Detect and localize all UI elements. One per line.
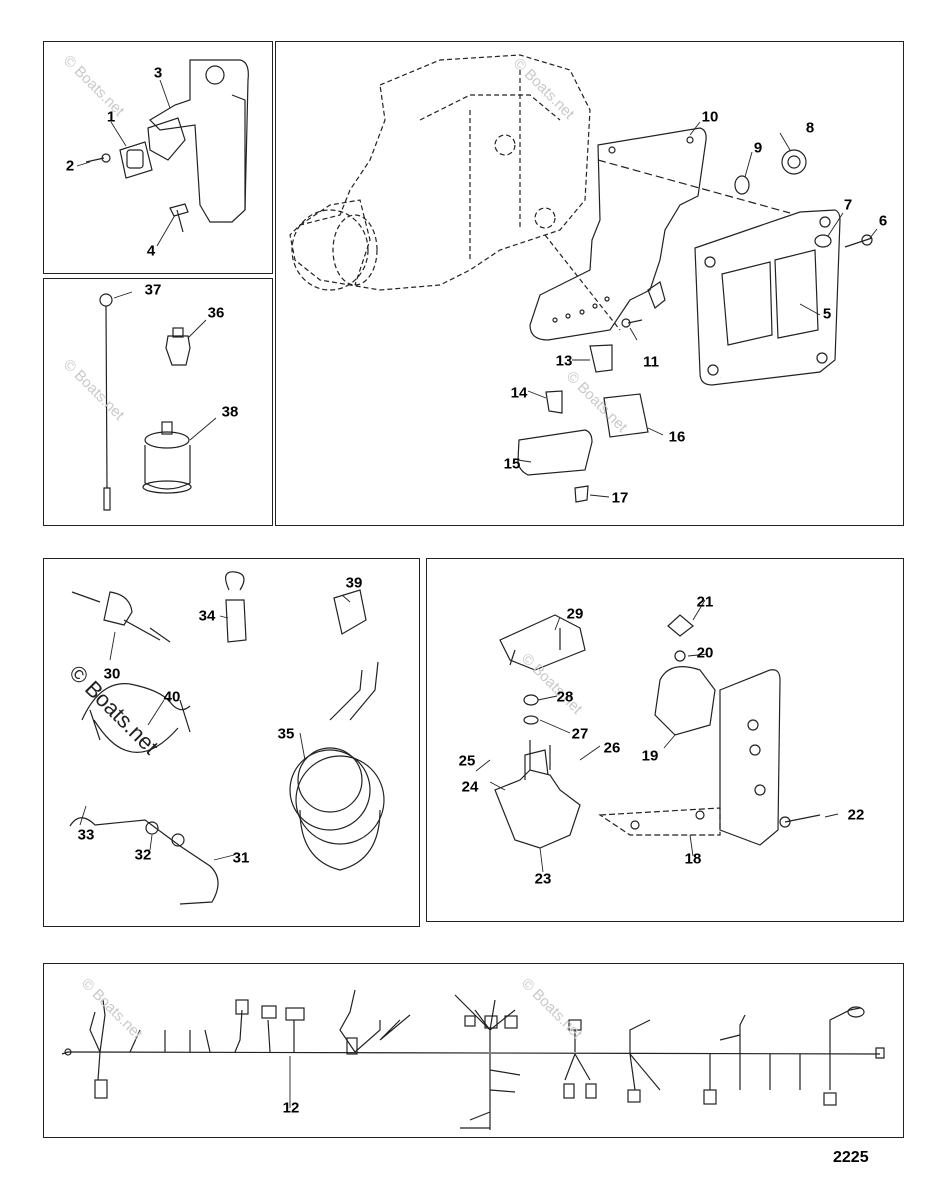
callout-14: 14	[510, 384, 528, 402]
callout-26: 26	[603, 739, 621, 757]
callout-6: 6	[878, 212, 888, 230]
callout-34: 34	[198, 607, 216, 625]
main-harness-drawing	[61, 989, 885, 1130]
callout-24: 24	[461, 778, 479, 796]
callout-35: 35	[277, 725, 295, 743]
callout-19: 19	[641, 747, 659, 765]
callout-20: 20	[696, 644, 714, 662]
callout-3: 3	[153, 64, 163, 82]
callout-7: 7	[843, 196, 853, 214]
callout-16: 16	[668, 428, 686, 446]
callout-10: 10	[701, 108, 719, 126]
callout-13: 13	[555, 352, 573, 370]
callout-29: 29	[566, 605, 584, 623]
panel-solenoid	[426, 558, 904, 922]
callout-21: 21	[696, 593, 714, 611]
callout-4: 4	[146, 242, 156, 260]
harness-parts-drawing	[69, 571, 385, 905]
callout-25: 25	[458, 752, 476, 770]
callout-18: 18	[684, 850, 702, 868]
callout-17: 17	[611, 489, 629, 507]
bracket-drawing	[85, 59, 249, 233]
callout-23: 23	[534, 870, 552, 888]
callout-39: 39	[345, 574, 363, 592]
callout-5: 5	[822, 305, 832, 323]
callout-9: 9	[753, 139, 763, 157]
callout-37: 37	[144, 281, 162, 299]
callout-38: 38	[221, 403, 239, 421]
callout-12: 12	[282, 1099, 300, 1117]
callout-32: 32	[134, 846, 152, 864]
panel-ecm-assembly	[275, 41, 904, 526]
transmission-drawing	[289, 54, 591, 291]
callout-15: 15	[503, 455, 521, 473]
ecm-module-drawing	[597, 159, 841, 386]
callout-22: 22	[847, 806, 865, 824]
callout-30: 30	[103, 665, 121, 683]
callout-11: 11	[643, 353, 659, 371]
callout-33: 33	[77, 826, 95, 844]
callout-28: 28	[556, 688, 574, 706]
panel-bracket	[43, 41, 273, 274]
callout-8: 8	[805, 119, 815, 137]
figure-number: 2225	[833, 1149, 869, 1166]
ecm-bracket-drawing	[529, 127, 707, 341]
callout-36: 36	[207, 304, 225, 322]
panel-harnesses	[43, 558, 420, 927]
leader-lines	[76, 79, 878, 1108]
callout-2: 2	[65, 157, 75, 175]
ecm-hardware-drawing	[517, 149, 873, 503]
sensors-drawing	[99, 293, 192, 511]
callout-27: 27	[571, 725, 589, 743]
callout-40: 40	[163, 688, 181, 706]
callout-1: 1	[106, 108, 116, 126]
callout-31: 31	[232, 849, 250, 867]
solenoid-drawing	[494, 614, 821, 849]
panel-main-harness	[43, 963, 904, 1138]
panel-sensors	[43, 278, 273, 526]
